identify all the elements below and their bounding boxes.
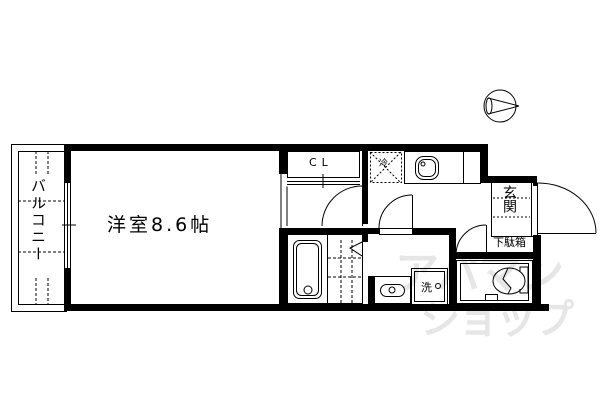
washroom-door[interactable]	[378, 194, 413, 235]
closet	[287, 151, 360, 188]
closet-label: CL	[309, 156, 333, 169]
balcony-window	[62, 182, 76, 269]
partition	[280, 174, 288, 228]
closet-door[interactable]	[321, 185, 363, 227]
entrance-label: 玄関	[501, 185, 517, 213]
washer-space	[411, 268, 448, 305]
washbasin	[374, 276, 411, 304]
front-door[interactable]	[536, 182, 597, 234]
compass-icon	[483, 89, 520, 123]
toilet-door[interactable]	[455, 224, 487, 256]
main-room-label: 洋室8.6帖	[107, 214, 213, 236]
balcony-label: バルコニー	[29, 178, 47, 263]
refrigerator-label: 冷	[379, 159, 389, 169]
washer-label: 洗	[421, 281, 432, 294]
bathtub	[287, 234, 363, 304]
refrigerator-space	[369, 151, 402, 184]
shoe-box-label: 下駄箱	[493, 236, 526, 249]
entrance-area	[491, 183, 538, 237]
toilet	[456, 260, 533, 304]
kitchen-counter	[404, 151, 481, 184]
walls	[64, 144, 549, 311]
